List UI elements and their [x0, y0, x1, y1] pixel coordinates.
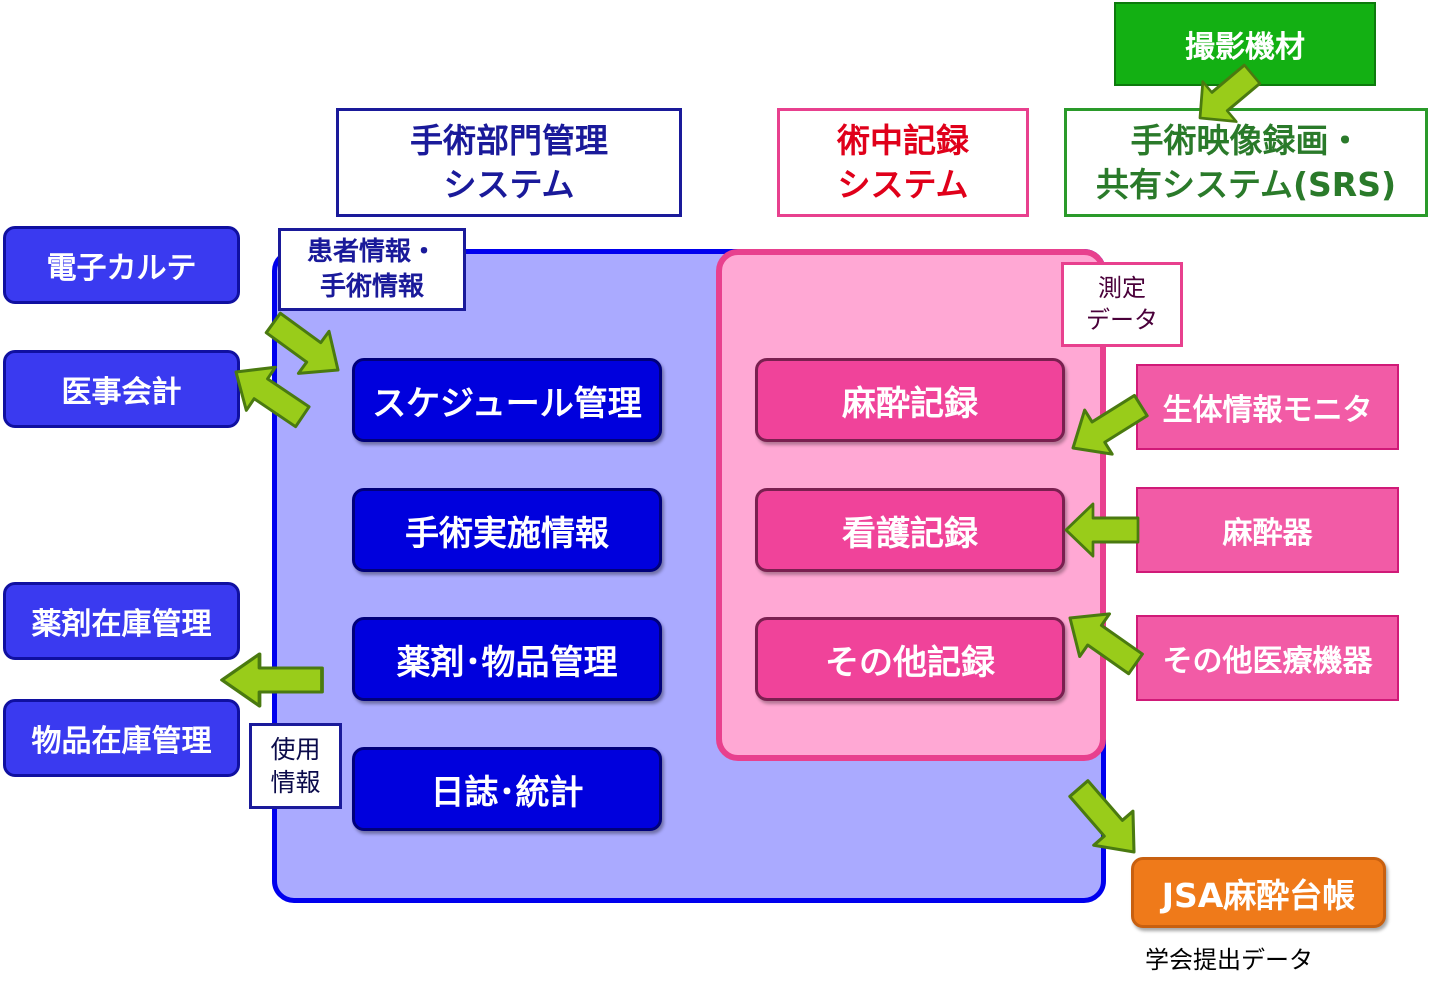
- usage-info-label: 使用 情報: [249, 723, 342, 809]
- record-system-title: 術中記録 システム: [777, 108, 1029, 217]
- arrow-equipment-to-srs: [1181, 52, 1271, 140]
- measurement-data-label-line2: データ: [1086, 305, 1158, 334]
- or-system-title-line1: 手術部門管理: [410, 120, 608, 160]
- patient-info-label: 患者情報・ 手術情報: [278, 228, 466, 311]
- arrow-schedule-to-accounting: [219, 348, 319, 440]
- other-record: その他記録: [755, 617, 1065, 701]
- record-system-title-line2: システム: [837, 164, 969, 204]
- item-stock-box: 物品在庫管理: [3, 699, 240, 777]
- submission-data-note: 学会提出データ: [1145, 946, 1313, 974]
- or-system-title-line2: システム: [443, 164, 575, 204]
- drug-stock-box: 薬剤在庫管理: [3, 582, 240, 660]
- schedule-module: スケジュール管理: [352, 358, 662, 442]
- measurement-data-label: 測定 データ: [1061, 262, 1183, 347]
- jsa-registry-box: JSA麻酔台帳: [1131, 857, 1386, 928]
- or-system-title: 手術部門管理 システム: [336, 108, 682, 217]
- drug-item-module: 薬剤･物品管理: [352, 617, 662, 701]
- anesthesia-machine-box: 麻酔器: [1136, 487, 1399, 573]
- log-stats-module: 日誌･統計: [352, 747, 662, 831]
- usage-info-label-line1: 使用: [270, 735, 321, 764]
- surgery-info-module: 手術実施情報: [352, 488, 662, 572]
- usage-info-label-line2: 情報: [270, 768, 321, 797]
- emr-box: 電子カルテ: [3, 226, 240, 304]
- arrow-machine-to-nursing: [1064, 502, 1140, 558]
- srs-system-title: 手術映像録画・ 共有システム(SRS): [1064, 108, 1428, 217]
- nursing-record: 看護記録: [755, 488, 1065, 572]
- srs-system-title-line2: 共有システム(SRS): [1095, 164, 1397, 204]
- imaging-equipment-box: 撮影機材: [1114, 2, 1376, 86]
- arrow-monitor-to-anesthesia: [1057, 382, 1157, 472]
- anesthesia-record: 麻酔記録: [755, 358, 1065, 442]
- accounting-box: 医事会計: [3, 350, 240, 428]
- measurement-data-label-line1: 測定: [1098, 273, 1146, 302]
- arrow-drug-to-stock: [220, 652, 324, 708]
- vital-monitor-box: 生体情報モニタ: [1136, 364, 1399, 450]
- patient-info-label-line2: 手術情報: [319, 271, 424, 302]
- record-system-title-line1: 術中記録: [837, 120, 969, 160]
- patient-info-label-line1: 患者情報・: [306, 237, 437, 268]
- arrow-devices-to-other: [1053, 595, 1152, 687]
- arrow-emr-to-schedule: [256, 300, 355, 393]
- srs-system-title-line1: 手術映像録画・: [1130, 120, 1362, 160]
- arrow-record-to-jsa: [1057, 770, 1156, 871]
